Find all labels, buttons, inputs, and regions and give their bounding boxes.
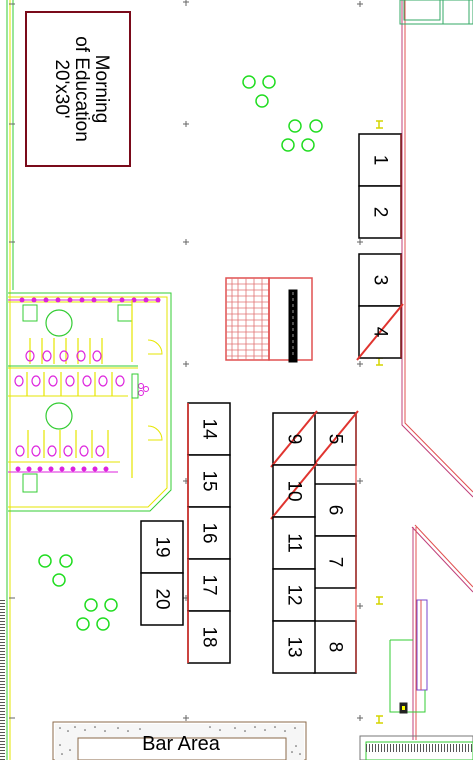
plants	[38, 75, 323, 631]
bar-area-label: Bar Area	[142, 733, 221, 755]
booth-number-11: 11	[284, 533, 305, 553]
booth-20[interactable]	[140, 572, 184, 626]
restrooms	[8, 292, 172, 512]
booth-number-19: 19	[152, 536, 173, 557]
booth-number-14: 14	[199, 418, 220, 440]
booth-16[interactable]	[187, 506, 231, 560]
morning-of-education-room: Morning of Education 20'x30'	[25, 11, 131, 167]
bottom-right-floor	[359, 735, 473, 760]
booth-number-15: 15	[199, 470, 220, 491]
stage-stairs	[225, 277, 313, 363]
booth-3[interactable]	[358, 253, 402, 307]
right-walls	[399, 0, 473, 740]
booth-cross-9	[270, 410, 318, 468]
booth-number-12: 12	[284, 584, 305, 605]
booth-number-16: 16	[199, 522, 220, 543]
bar-area: Bar Area	[52, 721, 307, 760]
booth-number-1: 1	[370, 155, 391, 166]
booth-number-3: 3	[370, 275, 391, 286]
booth-number-9: 9	[284, 434, 305, 445]
booth-12[interactable]	[272, 568, 316, 622]
room-title-line-2: of Education	[71, 36, 92, 142]
booth-number-13: 13	[284, 636, 305, 657]
room-size: 20'x30'	[51, 59, 72, 118]
booth-number-4: 4	[370, 327, 391, 338]
booth-cross-5	[311, 410, 359, 468]
left-wall	[0, 0, 14, 760]
booth-13[interactable]	[272, 620, 316, 674]
booth-17[interactable]	[187, 558, 231, 612]
booth-2[interactable]	[358, 185, 402, 239]
booth-number-18: 18	[199, 626, 220, 647]
booth-number-7: 7	[325, 557, 346, 568]
booth-number-2: 2	[370, 207, 391, 218]
booth-18[interactable]	[187, 610, 231, 664]
booth-cross-10	[270, 462, 318, 520]
booth-19[interactable]	[140, 520, 184, 574]
booth-11[interactable]	[272, 516, 316, 570]
booth-number-20: 20	[152, 588, 173, 609]
booth-number-17: 17	[199, 574, 220, 595]
booth-number-6: 6	[325, 505, 346, 516]
room-title-line-1: Morning	[91, 55, 112, 124]
booth-number-10: 10	[284, 480, 305, 501]
booth-number-5: 5	[325, 434, 346, 445]
closet-area	[389, 599, 428, 714]
booth-number-8: 8	[325, 642, 346, 653]
booth-cross-4	[356, 303, 404, 361]
booth-15[interactable]	[187, 454, 231, 508]
